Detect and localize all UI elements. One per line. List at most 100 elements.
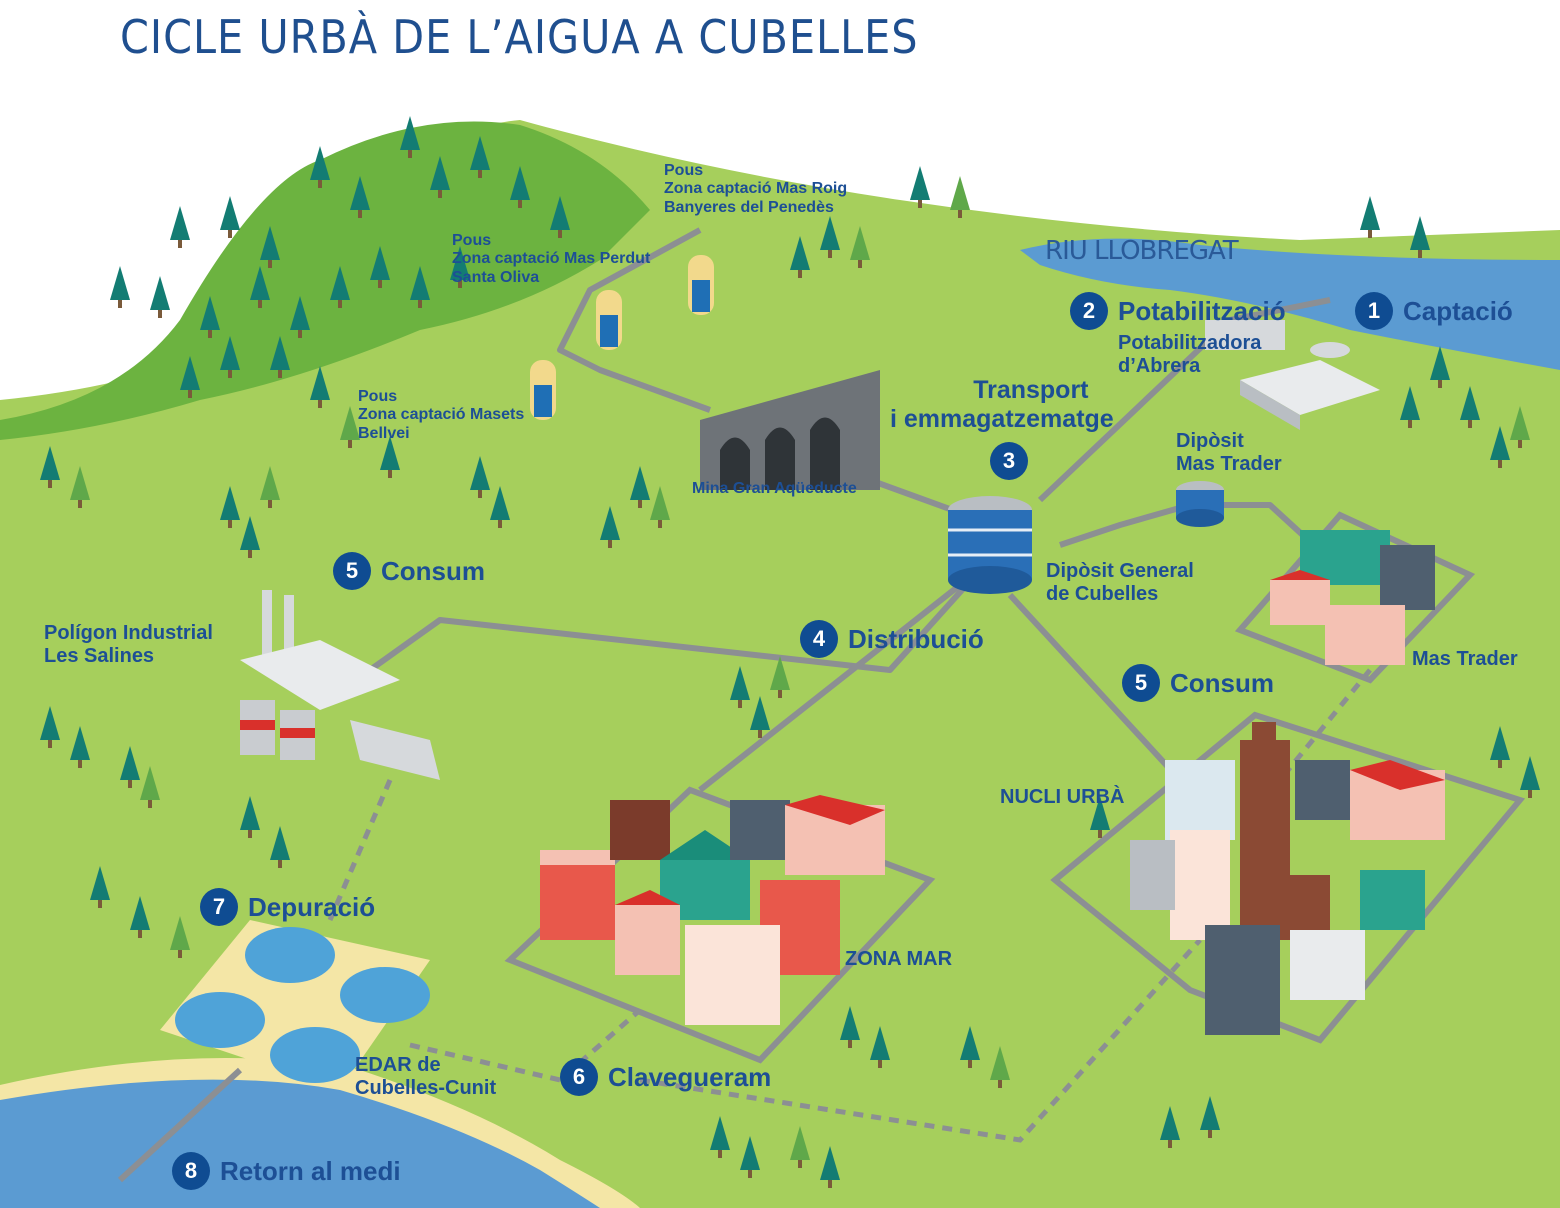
tree: [1160, 1106, 1180, 1140]
treatment-plant-icon: [1205, 320, 1380, 430]
tree-trunk: [148, 800, 152, 808]
tree-trunk: [718, 1150, 722, 1158]
tree: [410, 266, 430, 300]
tree: [1510, 406, 1530, 440]
tree: [270, 336, 290, 370]
tree-trunk: [1418, 250, 1422, 258]
tree-trunk: [318, 180, 322, 188]
tree-trunk: [798, 1160, 802, 1168]
tree-trunk: [1168, 1140, 1172, 1148]
tree: [260, 226, 280, 260]
tree-trunk: [178, 950, 182, 958]
tree: [180, 356, 200, 390]
tree: [840, 1006, 860, 1040]
tree-trunk: [1528, 790, 1532, 798]
tree-trunk: [278, 370, 282, 378]
tree: [200, 296, 220, 330]
sewer-zonamar: [409, 1008, 642, 1083]
step-badge: 2: [1070, 292, 1108, 330]
tree: [170, 916, 190, 950]
tree-trunk: [178, 240, 182, 248]
tree-trunk: [458, 280, 462, 288]
step-badge: 8: [172, 1152, 210, 1190]
tree-trunk: [138, 930, 142, 938]
tree: [140, 766, 160, 800]
tree-trunk: [858, 260, 862, 268]
tree: [260, 466, 280, 500]
tree: [220, 196, 240, 230]
mas-trader-blocks: [1234, 511, 1476, 684]
tree-trunk: [318, 400, 322, 408]
tree: [310, 146, 330, 180]
tree: [820, 1146, 840, 1180]
tree-trunk: [248, 550, 252, 558]
tree-trunk: [438, 190, 442, 198]
tree-trunk: [228, 370, 232, 378]
tree: [470, 136, 490, 170]
pipe-distribution-nucli: [1007, 592, 1183, 783]
tree: [990, 1046, 1010, 1080]
tree-trunk: [418, 300, 422, 308]
tree: [450, 246, 470, 280]
tree: [870, 1026, 890, 1060]
tree: [240, 796, 260, 830]
tree: [220, 336, 240, 370]
tree: [1200, 1096, 1220, 1130]
tree: [550, 196, 570, 230]
tree: [630, 466, 650, 500]
tree: [950, 176, 970, 210]
tree: [1460, 386, 1480, 420]
step-clavegueram: 6 Clavegueram: [560, 1058, 771, 1096]
step-transport: 3: [990, 442, 1028, 480]
tree-trunk: [78, 760, 82, 768]
tree-trunk: [208, 330, 212, 338]
tree-trunk: [1368, 230, 1372, 238]
tree-trunk: [1498, 760, 1502, 768]
tree-trunk: [188, 390, 192, 398]
step-consum-industrial: 5 Consum: [333, 552, 485, 590]
tree: [220, 486, 240, 520]
tree: [70, 726, 90, 760]
tree-trunk: [358, 210, 362, 218]
tree: [790, 1126, 810, 1160]
tree-trunk: [228, 520, 232, 528]
river-label: RIU LLOBREGAT: [1045, 236, 1239, 266]
pipe-edar-sea: [117, 1067, 243, 1183]
tree: [1360, 196, 1380, 230]
tree: [90, 866, 110, 900]
step-consum-urba: 5 Consum: [1122, 664, 1274, 702]
tree-trunk: [998, 1080, 1002, 1088]
tree: [250, 266, 270, 300]
tree-trunk: [608, 540, 612, 548]
tree: [380, 436, 400, 470]
mina-label: Mina Gran Aqüeducte: [692, 480, 857, 497]
tree-trunk: [388, 470, 392, 478]
tree-trunk: [158, 310, 162, 318]
tree-trunk: [348, 440, 352, 448]
zona-mar-blocks: [504, 786, 936, 1064]
tree: [40, 706, 60, 740]
tree: [430, 156, 450, 190]
tree-trunk: [1098, 830, 1102, 838]
step-label: Captació: [1403, 295, 1513, 326]
deposit-mastrader-icon: [1176, 481, 1224, 527]
step-captacio: 1 Captació: [1355, 292, 1513, 330]
tree: [960, 1026, 980, 1060]
tree: [1490, 726, 1510, 760]
tree-trunk: [958, 210, 962, 218]
tree: [650, 486, 670, 520]
tree: [70, 466, 90, 500]
pipe-distribution-zonamar: [698, 582, 962, 793]
step-badge: 5: [333, 552, 371, 590]
tree: [150, 276, 170, 310]
tree-trunk: [118, 300, 122, 308]
well-icons: [530, 255, 714, 420]
pipe-distribution-poligon: [368, 567, 983, 673]
